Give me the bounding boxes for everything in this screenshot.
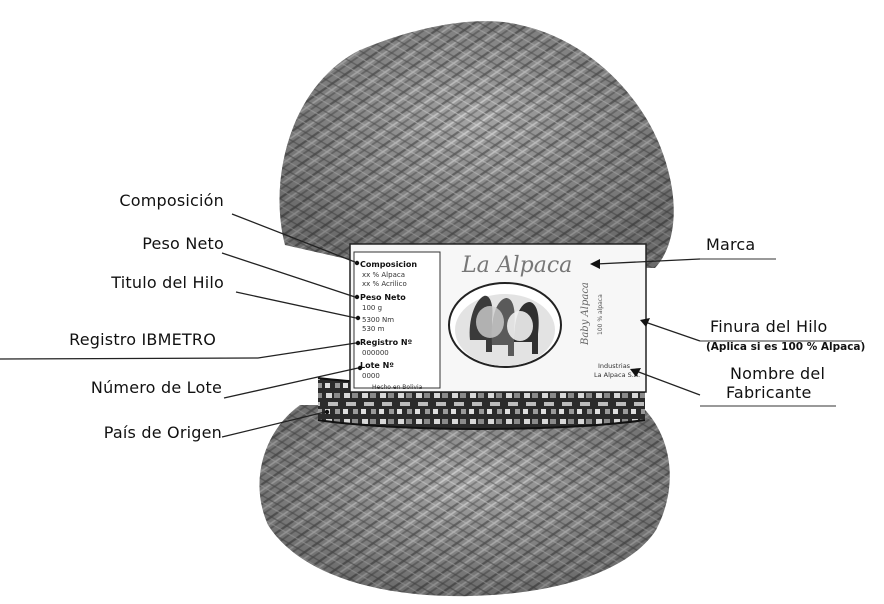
tag-registro-head: Registro Nº (360, 338, 413, 347)
tag-lote-head: Lote Nº (360, 361, 394, 370)
yarn-bottom (259, 405, 669, 596)
label-fabricante-line2: Fabricante (726, 383, 812, 402)
tag-maker-line: Industrias (598, 362, 631, 370)
label-numero-lote: Número de Lote (91, 378, 222, 397)
leader-finura (645, 322, 700, 341)
tag-composicion-line: xx % Acrilico (362, 280, 407, 288)
label-composicion: Composición (119, 191, 224, 210)
tag-composicion-head: Composicion (360, 260, 417, 269)
product-tag: Composicion xx % Alpaca xx % Acrilico Pe… (350, 244, 646, 392)
tag-composicion-line: xx % Alpaca (362, 271, 405, 279)
tag-peso-value: 100 g (362, 304, 382, 312)
label-peso-neto: Peso Neto (142, 234, 224, 253)
tag-finura-vertical-sub: 100 % alpaca (597, 294, 604, 335)
tag-titulo-line: 5300 Nm (362, 316, 394, 324)
leader-titulo (236, 292, 356, 318)
tag-brand-script: La Alpaca (461, 253, 572, 278)
label-finura-hilo: Finura del Hilo (710, 317, 827, 336)
label-registro-ibmetro: Registro IBMETRO (69, 330, 216, 349)
label-marca: Marca (706, 235, 755, 254)
tag-origen: Hecho en Bolivia (372, 384, 423, 391)
tag-finura-vertical: Baby Alpaca (580, 282, 591, 346)
label-pais-origen: País de Origen (104, 423, 222, 442)
label-finura-note: (Aplica si es 100 % Alpaca) (706, 341, 865, 353)
tag-lote-value: 0000 (362, 372, 380, 380)
yarn-top (280, 21, 674, 268)
alpaca-icon (455, 294, 555, 366)
leader-peso (222, 253, 355, 297)
tag-registro-value: 000000 (362, 349, 389, 357)
tag-peso-head: Peso Neto (360, 293, 406, 302)
label-fabricante-line1: Nombre del (730, 364, 825, 383)
label-titulo-hilo: Titulo del Hilo (111, 273, 224, 292)
tag-titulo-line: 530 m (362, 325, 385, 333)
